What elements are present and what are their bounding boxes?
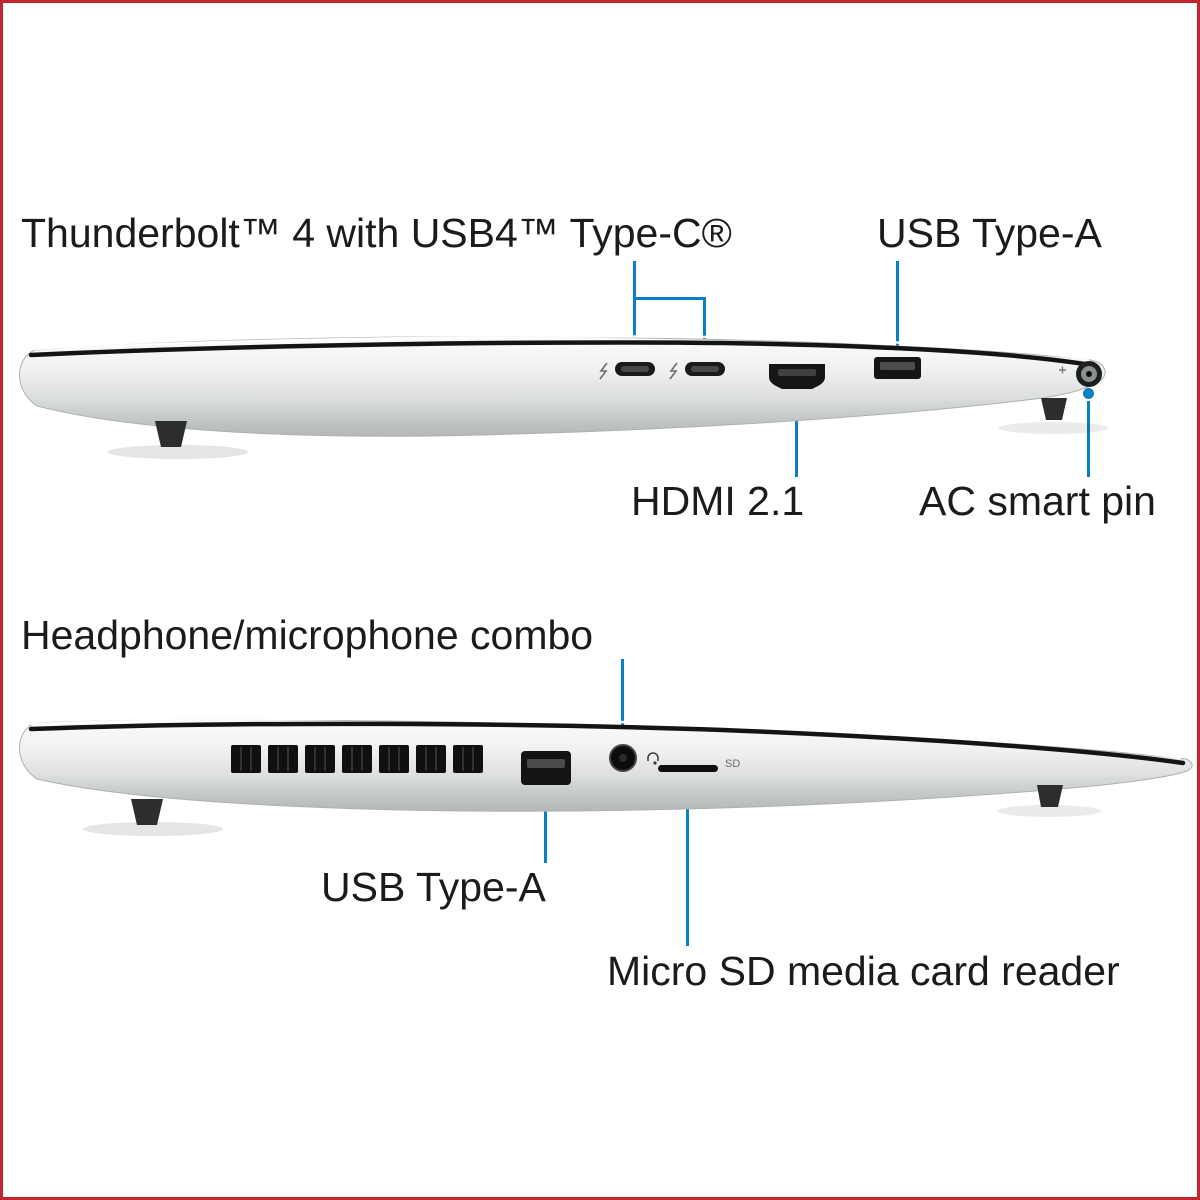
rubber-foot — [131, 799, 163, 825]
usb-c-port-2 — [685, 362, 725, 376]
callout-line-thunderbolt-branch — [633, 297, 706, 300]
lightning-icon — [669, 362, 678, 380]
ac-smart-pin-port — [1076, 361, 1102, 387]
usb-a-port-right — [874, 357, 921, 379]
lid-gap-line — [28, 721, 1186, 766]
rubber-foot — [1041, 398, 1067, 420]
label-hdmi: HDMI 2.1 — [631, 478, 805, 524]
label-usb-type-a-right: USB Type-A — [877, 210, 1102, 256]
callout-line-usb-a-left — [544, 797, 547, 863]
sd-marking: SD — [725, 758, 740, 770]
callout-line-micro-sd — [686, 784, 689, 946]
headphone-jack — [609, 744, 637, 772]
label-micro-sd-reader: Micro SD media card reader — [607, 948, 1120, 994]
rubber-foot — [1037, 785, 1063, 807]
shadow — [997, 805, 1101, 817]
callout-line-thunderbolt-left — [633, 261, 636, 355]
laptop-left-side-image: SD — [19, 717, 1193, 836]
lid-highlight — [32, 335, 1090, 362]
lid-gap-line — [28, 340, 1094, 368]
callout-dot-ac-pin — [1083, 388, 1094, 399]
shadow — [998, 422, 1108, 434]
lightning-icon — [599, 362, 608, 380]
callout-line-thunderbolt-right — [703, 297, 706, 355]
label-usb-type-a-left: USB Type-A — [321, 864, 546, 910]
rubber-foot — [155, 421, 187, 447]
callout-line-ac-pin — [1087, 401, 1090, 477]
callout-line-usb-a-right — [896, 261, 899, 347]
laptop-body — [19, 719, 1193, 812]
label-thunderbolt4-usb4-type-c: Thunderbolt™ 4 with USB4™ Type-C® — [21, 210, 732, 256]
callout-line-hdmi — [795, 399, 798, 477]
headset-icon — [647, 752, 659, 765]
laptop-right-side-image — [19, 335, 1108, 459]
charging-icon — [1059, 366, 1066, 374]
hdmi-port — [769, 364, 825, 389]
label-headphone-mic-combo: Headphone/microphone combo — [21, 612, 594, 658]
usb-a-port-left — [521, 751, 571, 785]
callout-line-headphone — [621, 659, 624, 735]
shadow — [83, 822, 223, 836]
usb-c-port-1 — [615, 362, 655, 376]
micro-sd-slot — [658, 765, 718, 772]
shadow — [108, 445, 248, 459]
label-ac-smart-pin: AC smart pin — [919, 478, 1156, 524]
lid-highlight — [30, 717, 1182, 760]
cooling-vents — [231, 745, 483, 773]
